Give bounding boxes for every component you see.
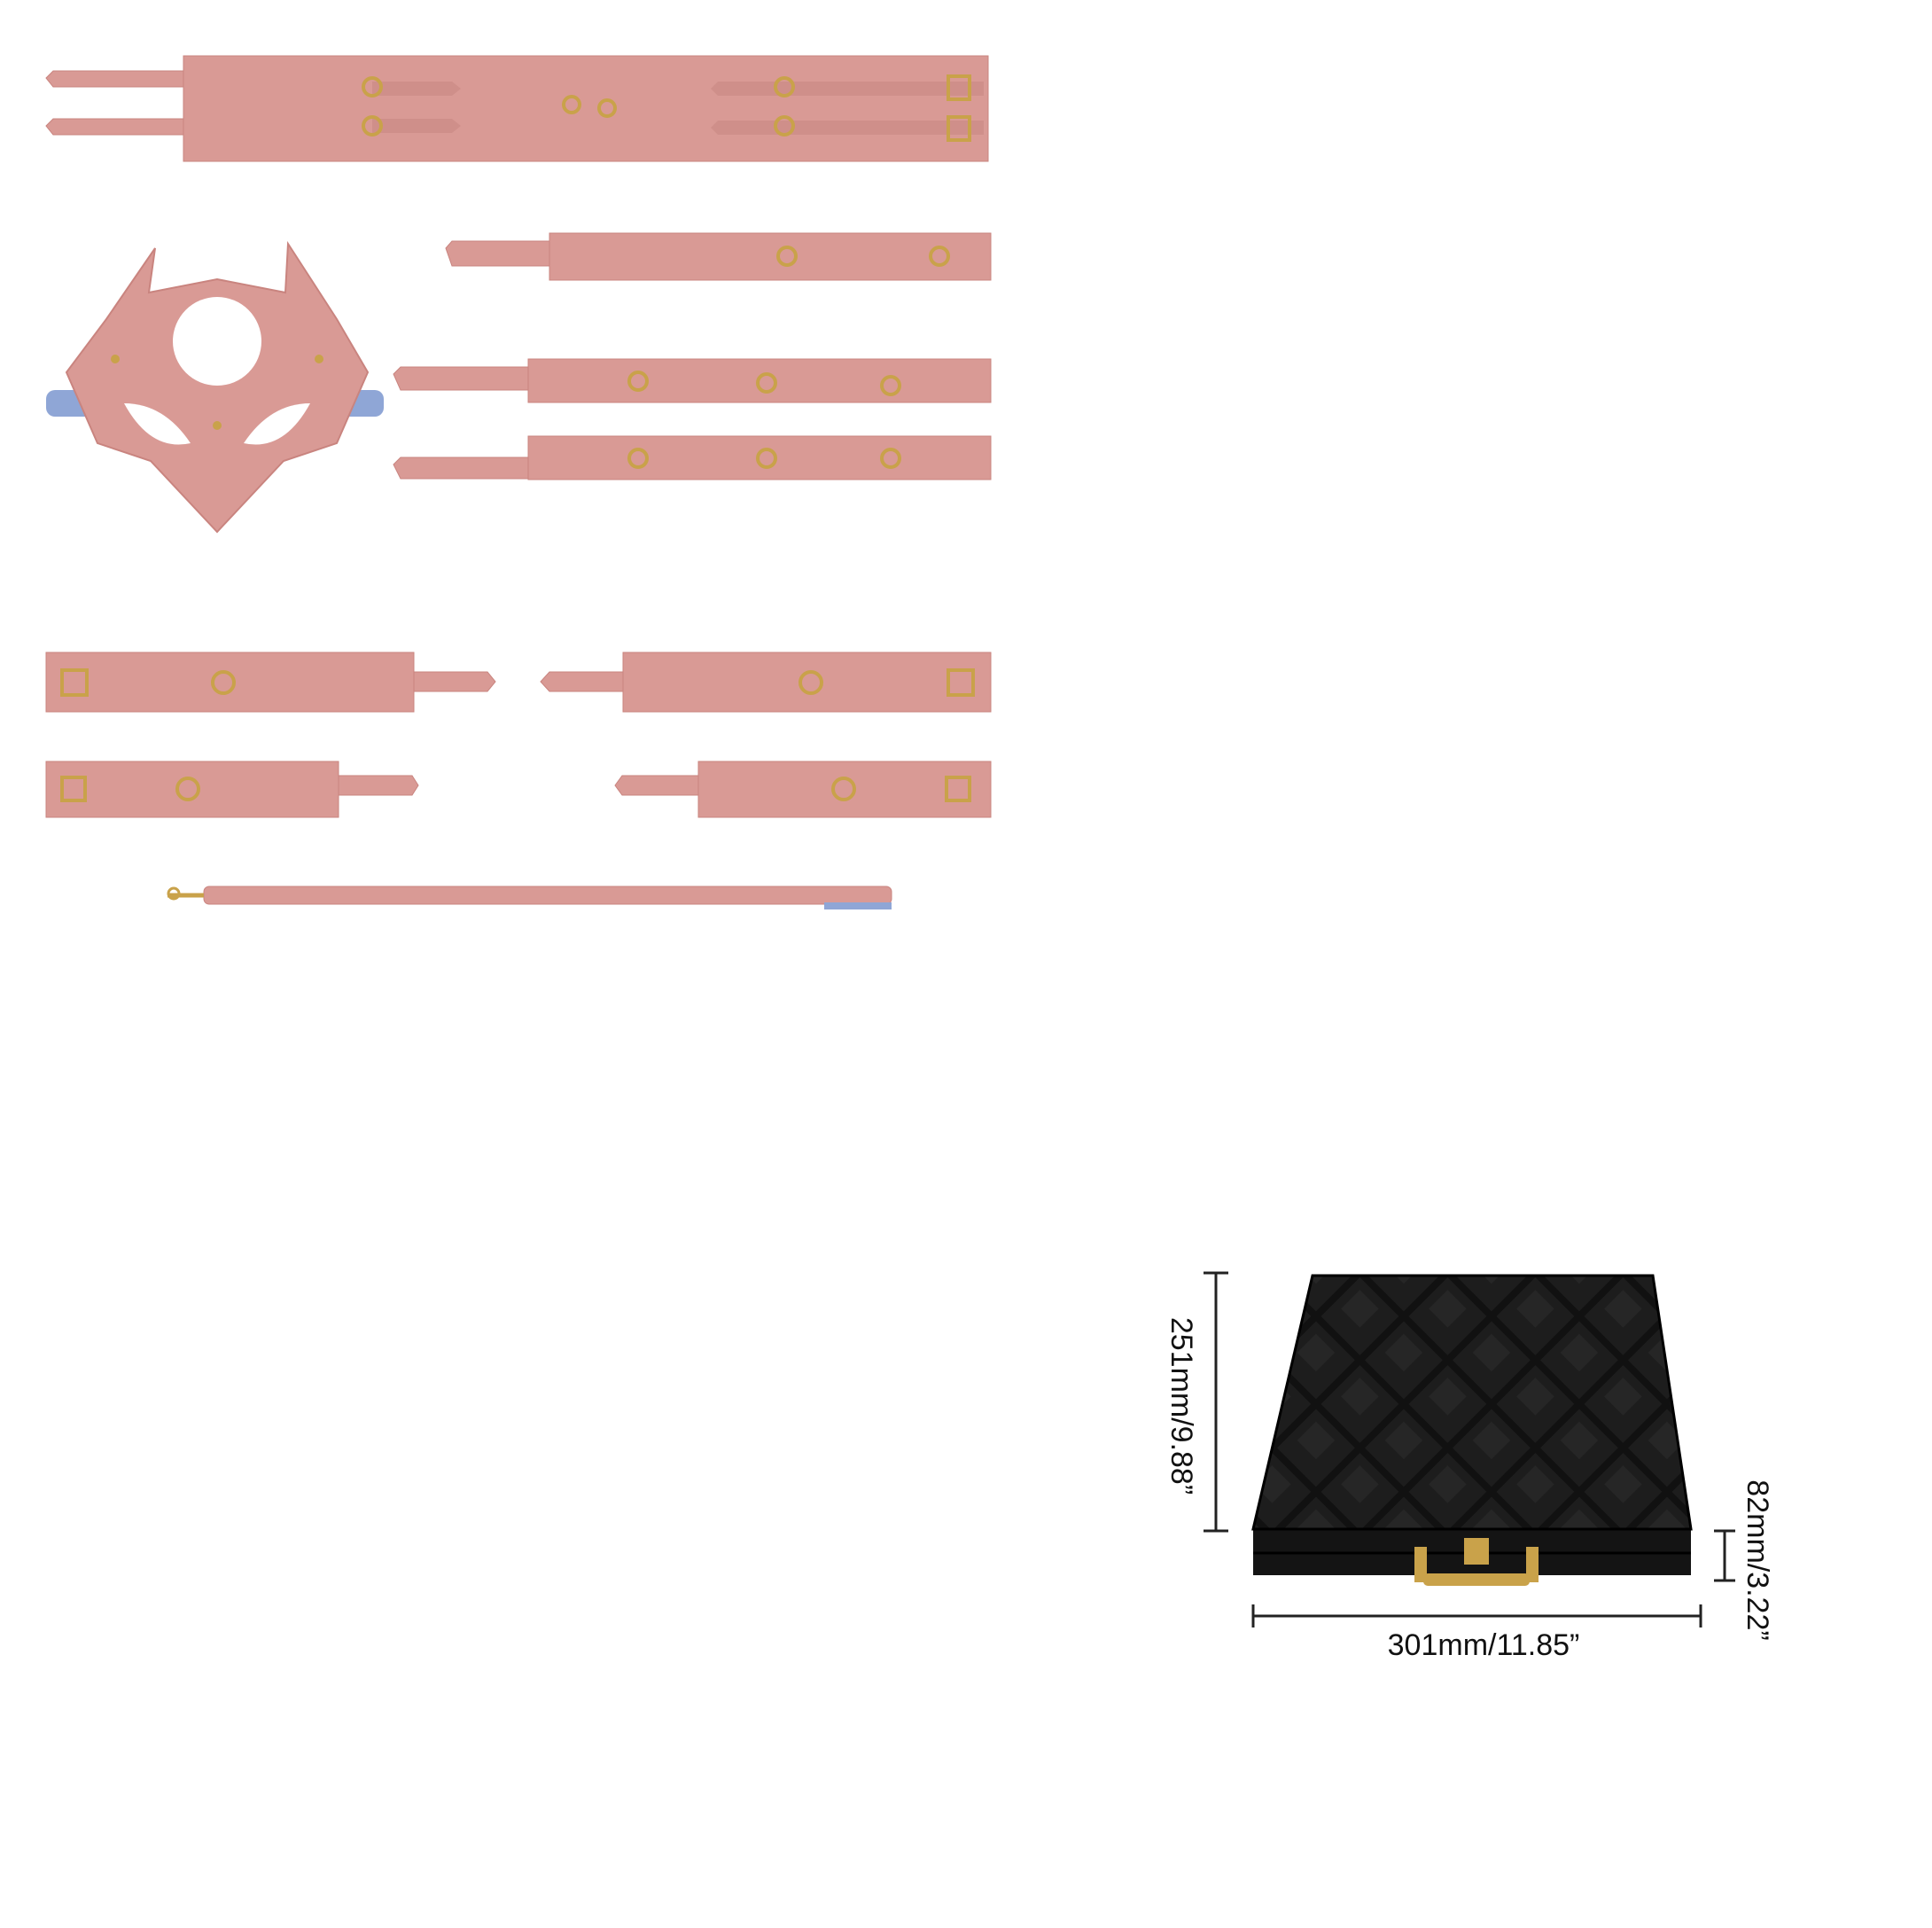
ankle-cuff [45,761,419,818]
storage-case [1251,1274,1693,1586]
waist-belt [45,55,989,162]
mask [46,240,384,534]
thigh-strap [393,358,992,403]
collar-strap [445,232,992,281]
ankle-cuff [614,761,992,818]
case-handle [1414,1538,1539,1586]
thigh-strap [393,435,992,480]
height-label: 251mm/9.88” [1165,1317,1198,1495]
wrist-cuff [540,652,992,713]
leash [167,886,892,909]
width-label: 301mm/11.85” [1388,1628,1580,1662]
wrist-cuff [45,652,496,713]
dimension-lines [1204,1271,1735,1627]
depth-label: 82mm/3.22” [1741,1479,1774,1640]
